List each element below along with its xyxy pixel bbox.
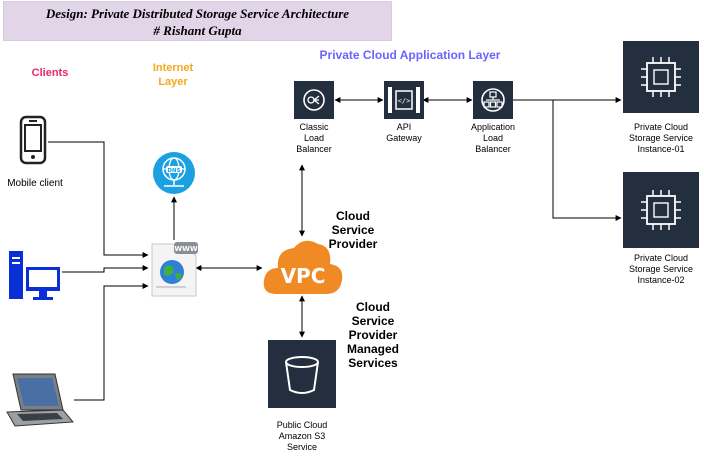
app-lb-node (473, 81, 513, 119)
mobile-client-label: Mobile client (7, 178, 63, 189)
edge-laptop-to-web (74, 283, 149, 401)
s3-bucket-icon (285, 356, 319, 394)
dns-icon-text: DNS (167, 168, 180, 174)
edge-desktop-to-web (62, 265, 149, 273)
vpc-text: VPC (281, 264, 326, 288)
vpc-icon: VPC (262, 236, 344, 301)
chip-icon-01 (641, 57, 681, 97)
storage-01-label: Private Cloud Storage Service Instance-0… (628, 122, 694, 154)
desktop-client-icon (8, 249, 62, 306)
app-layer-header: Private Cloud Application Layer (319, 48, 501, 62)
api-gateway-icon: </> (388, 87, 420, 113)
app-lb-label: Application Load Balancer (470, 122, 516, 154)
chip-icon-02 (641, 190, 681, 230)
mobile-client-icon (19, 115, 47, 170)
classic-lb-node (294, 81, 334, 119)
app-lb-icon (481, 88, 505, 112)
title-box: Design: Private Distributed Storage Serv… (3, 1, 392, 41)
s3-label: Public Cloud Amazon S3 Service (276, 420, 328, 452)
www-text: WWW (174, 245, 197, 253)
svg-text:</>: </> (398, 97, 411, 105)
laptop-client-icon (5, 372, 75, 433)
storage-01-node (623, 41, 699, 113)
classic-lb-icon (303, 89, 325, 111)
dns-icon: DNS (152, 151, 196, 200)
storage-02-label: Private Cloud Storage Service Instance-0… (628, 253, 694, 285)
edge-app-lb-storage-02 (552, 100, 622, 221)
storage-02-node (623, 172, 699, 248)
s3-node (268, 340, 336, 408)
api-gateway-node: </> (384, 81, 424, 119)
edge-mobile-to-web (48, 141, 149, 258)
managed-services-label: Cloud Service Provider Managed Services (346, 300, 399, 370)
web-server-icon: WWW (150, 240, 198, 303)
internet-layer-header: Internet Layer (152, 62, 194, 88)
diagram-author: # Rishant Gupta (153, 23, 242, 38)
clients-header: Clients (31, 67, 69, 79)
classic-lb-label: Classic Load Balancer (296, 122, 332, 154)
api-gateway-label: API Gateway (386, 122, 422, 143)
cloud-provider-label: Cloud Service Provider (328, 209, 378, 251)
diagram-title: Design: Private Distributed Storage Serv… (45, 6, 350, 21)
